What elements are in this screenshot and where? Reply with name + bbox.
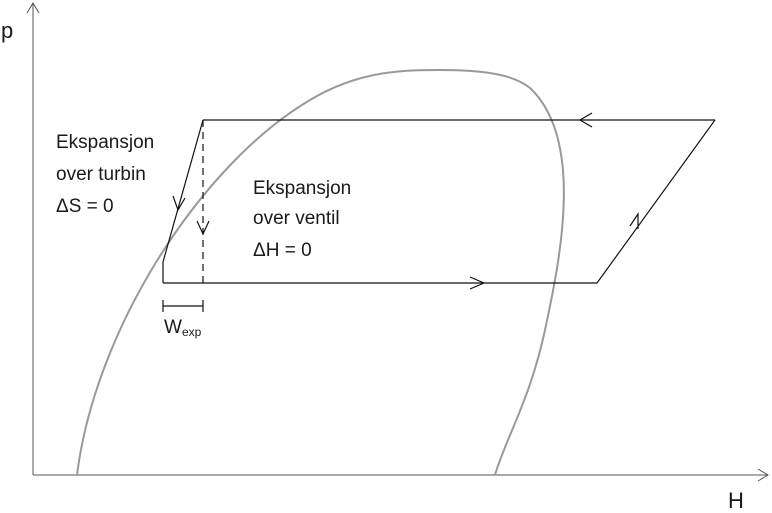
evaporator-arrow-icon: [469, 276, 486, 290]
saturation-dome: [76, 68, 565, 476]
turbine-label-line3: ΔS = 0: [56, 196, 114, 217]
compressor-arrow-icon: [629, 212, 639, 229]
work-label-subscript: exp: [182, 325, 202, 339]
x-axis-arrowhead: [757, 468, 769, 482]
valve-label-line2: over ventil: [253, 208, 340, 229]
compressor-line: [596, 119, 716, 284]
valve-arrow-icon: [196, 220, 210, 236]
turbine-label-line1: Ekspansjon: [56, 132, 154, 153]
condenser-arrow-icon: [578, 112, 593, 128]
turbine-expansion-line: [162, 119, 204, 263]
turbine-label-line2: over turbin: [56, 164, 146, 185]
work-label-main: W: [164, 317, 182, 338]
turbine-arrow-icon: [172, 195, 186, 212]
y-axis-label: p: [1, 18, 13, 43]
valve-label-line1: Ekspansjon: [253, 178, 351, 199]
x-axis-label: H: [728, 488, 744, 513]
y-axis-arrowhead: [26, 2, 40, 14]
valve-label-line3: ΔH = 0: [253, 240, 312, 261]
work-label: Wexp: [164, 317, 202, 339]
